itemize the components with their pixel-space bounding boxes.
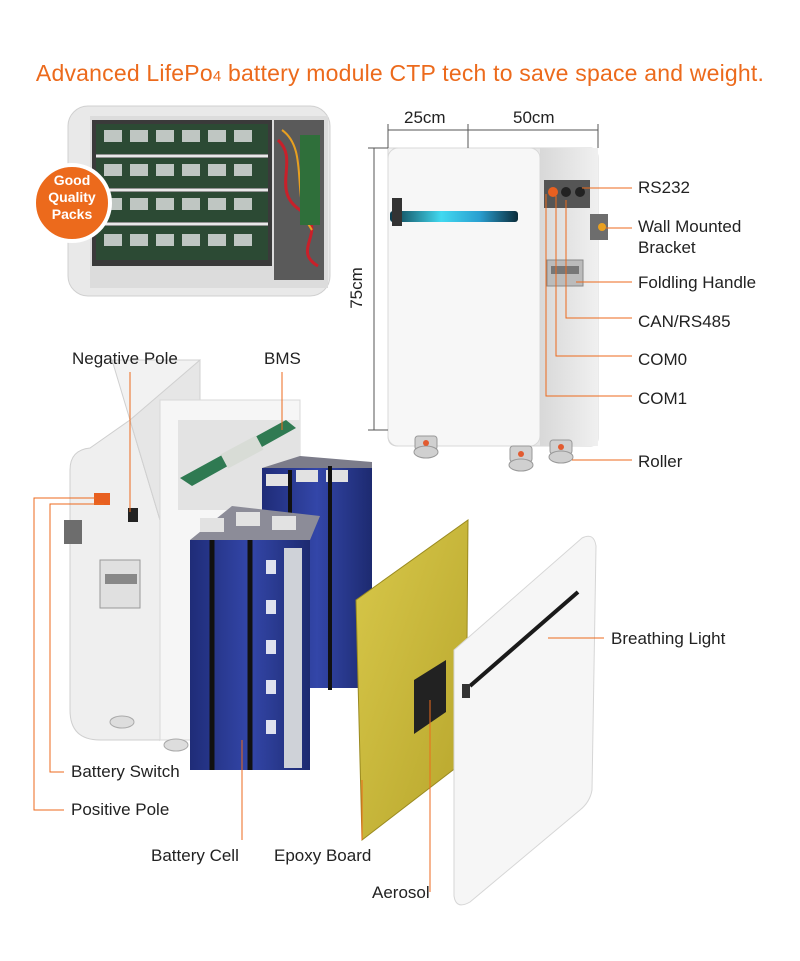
- callout-lines-bottom: [33, 372, 604, 892]
- dimension-front: 50cm: [513, 108, 555, 127]
- label-rs232: RS232: [638, 178, 690, 197]
- callout-lines-top: [545, 187, 632, 461]
- label-folding-handle: Foldling Handle: [638, 273, 757, 292]
- label-com0: COM0: [638, 350, 688, 369]
- epoxy-board: [355, 519, 469, 841]
- label-roller: Roller: [638, 452, 683, 471]
- label-com1: COM1: [638, 389, 688, 408]
- label-negative-pole: Negative Pole: [72, 349, 178, 368]
- label-bms: BMS: [264, 349, 301, 368]
- label-positive-pole: Positive Pole: [71, 800, 170, 819]
- label-epoxy-board: Epoxy Board: [274, 846, 372, 865]
- battery-front-view: [387, 147, 608, 472]
- quality-badge: [32, 163, 112, 243]
- label-battery-switch: Battery Switch: [71, 762, 180, 781]
- page-title: Advanced LifePo4 battery module CTP tech…: [35, 60, 765, 86]
- dimension-height: 75cm: [346, 267, 366, 309]
- front-cover: [453, 535, 597, 906]
- aerosol-unit: [414, 660, 446, 734]
- label-wall-bracket-line2: Bracket: [638, 238, 696, 257]
- battery-cells: [190, 456, 372, 770]
- label-battery-cell: Battery Cell: [151, 846, 239, 865]
- packs-photo: [67, 105, 331, 297]
- label-breathing-light: Breathing Light: [611, 629, 726, 648]
- label-aerosol: Aerosol: [372, 883, 430, 902]
- label-can-rs485: CAN/RS485: [638, 312, 731, 331]
- label-wall-bracket-line1: Wall Mounted: [638, 217, 742, 236]
- dimension-side: 25cm: [404, 108, 446, 127]
- quality-badge-text: Good Quality Packs: [48, 172, 96, 222]
- dimension-lines: [368, 124, 599, 431]
